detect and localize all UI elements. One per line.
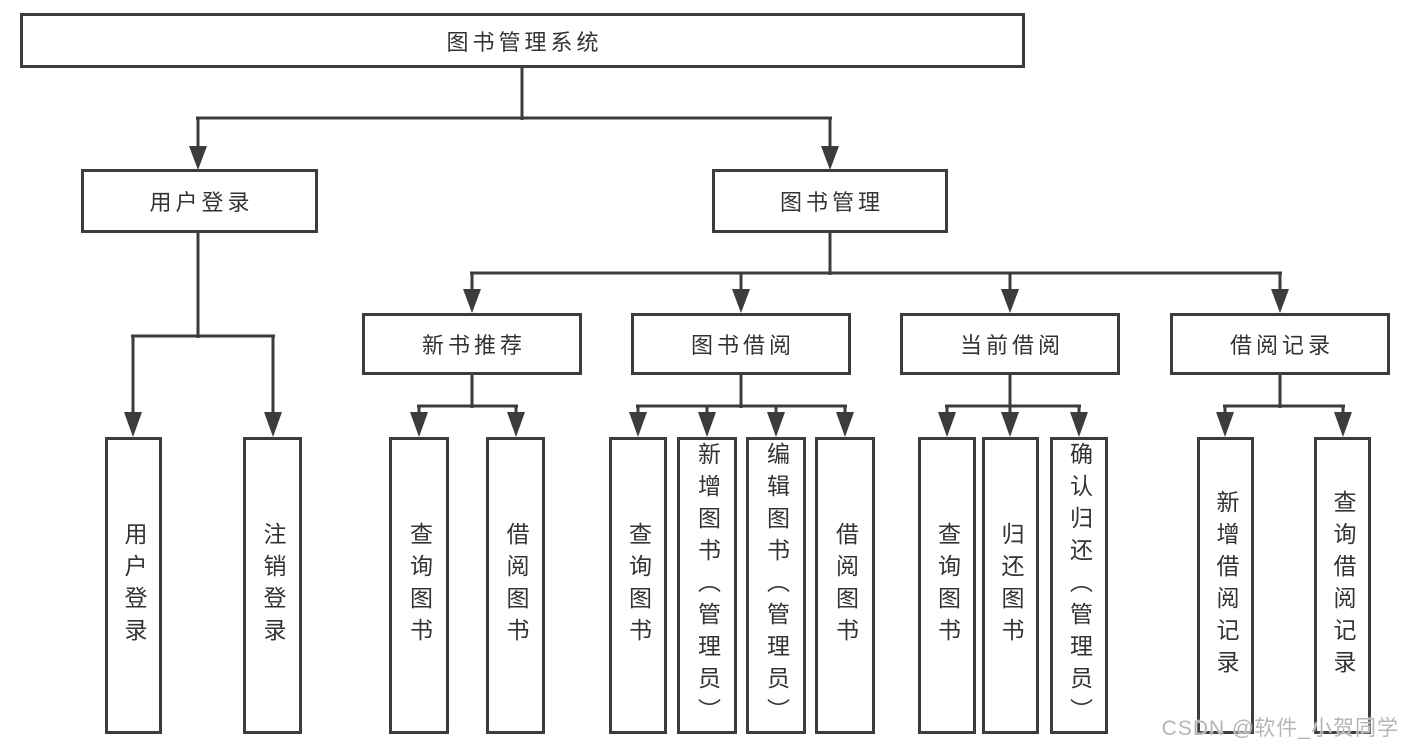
node-new-book-recommend-label: 新书推荐 [421, 333, 526, 358]
leaf-cb-query-books-label: 查询图书 [934, 521, 961, 650]
leaf-cb-confirm-return-admin: 确认归还（管理员） [1050, 437, 1108, 734]
leaf-logout-label: 注销登录 [260, 521, 286, 650]
leaf-bb-borrow-books-label: 借阅图书 [832, 521, 859, 650]
node-book-management: 图书管理 [712, 169, 948, 233]
leaf-br-query-borrow-record-label: 查询借阅记录 [1330, 489, 1356, 682]
csdn-watermark: CSDN @软件_小贺同学 [1161, 717, 1399, 740]
leaf-cb-return-books-label: 归还图书 [998, 521, 1024, 650]
leaf-nb-borrow-books-label: 借阅图书 [503, 521, 529, 650]
leaf-logout: 注销登录 [243, 437, 302, 734]
node-book-borrow-label: 图书借阅 [690, 333, 795, 358]
node-user-login-label: 用户登录 [149, 190, 254, 215]
node-book-borrow: 图书借阅 [631, 313, 851, 375]
leaf-bb-add-books-admin: 新增图书（管理员） [677, 437, 737, 734]
leaf-nb-query-books-label: 查询图书 [406, 521, 433, 650]
leaf-bb-edit-books-admin: 编辑图书（管理员） [746, 437, 806, 734]
node-borrow-records: 借阅记录 [1170, 313, 1390, 375]
node-root-label: 图书管理系统 [446, 29, 603, 55]
node-user-login: 用户登录 [81, 169, 318, 233]
node-current-borrow: 当前借阅 [900, 313, 1120, 375]
leaf-br-query-borrow-record: 查询借阅记录 [1314, 437, 1371, 734]
node-book-management-label: 图书管理 [779, 190, 884, 215]
leaf-br-add-borrow-record: 新增借阅记录 [1197, 437, 1254, 734]
leaf-cb-query-books: 查询图书 [918, 437, 976, 734]
node-current-borrow-label: 当前借阅 [959, 333, 1064, 358]
leaf-bb-add-books-admin-label: 新增图书（管理员） [694, 441, 721, 730]
leaf-user-login: 用户登录 [105, 437, 162, 734]
leaf-bb-borrow-books: 借阅图书 [815, 437, 875, 734]
leaf-nb-borrow-books: 借阅图书 [486, 437, 545, 734]
node-new-book-recommend: 新书推荐 [362, 313, 582, 375]
node-borrow-records-label: 借阅记录 [1229, 333, 1334, 358]
leaf-bb-edit-books-admin-label: 编辑图书（管理员） [763, 441, 790, 730]
node-root: 图书管理系统 [20, 13, 1025, 68]
leaf-br-add-borrow-record-label: 新增借阅记录 [1213, 489, 1239, 682]
leaf-bb-query-books-label: 查询图书 [625, 521, 652, 650]
leaf-bb-query-books: 查询图书 [609, 437, 667, 734]
leaf-cb-confirm-return-admin-label: 确认归还（管理员） [1066, 441, 1093, 730]
leaf-user-login-label: 用户登录 [121, 521, 147, 650]
leaf-nb-query-books: 查询图书 [389, 437, 449, 734]
leaf-cb-return-books: 归还图书 [982, 437, 1039, 734]
